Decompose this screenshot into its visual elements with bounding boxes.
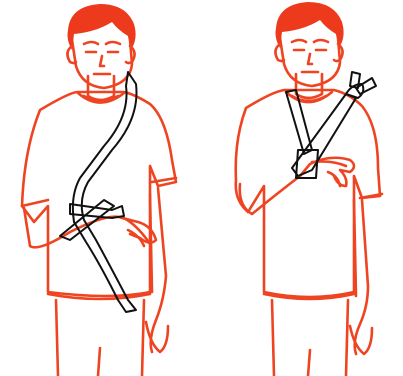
pants-outline	[272, 300, 348, 376]
right-hand	[350, 326, 372, 354]
strap-front-band	[292, 94, 356, 176]
nose	[100, 56, 104, 66]
strap-long-band	[73, 72, 137, 312]
eyebrows	[292, 40, 328, 42]
shirt-outline	[236, 90, 380, 297]
hair	[276, 2, 344, 48]
sling-step-1-illustration	[0, 0, 200, 376]
eyebrows	[84, 42, 120, 44]
head	[275, 2, 343, 98]
nose	[308, 54, 312, 64]
right-arm	[151, 188, 166, 352]
sling-step-2-illustration	[200, 0, 403, 376]
right-hand	[146, 322, 168, 352]
figure-body	[22, 92, 176, 376]
left-sleeve-hem	[22, 200, 48, 206]
figure-body	[236, 90, 382, 376]
sling-strap	[60, 72, 137, 312]
hair	[68, 4, 136, 50]
